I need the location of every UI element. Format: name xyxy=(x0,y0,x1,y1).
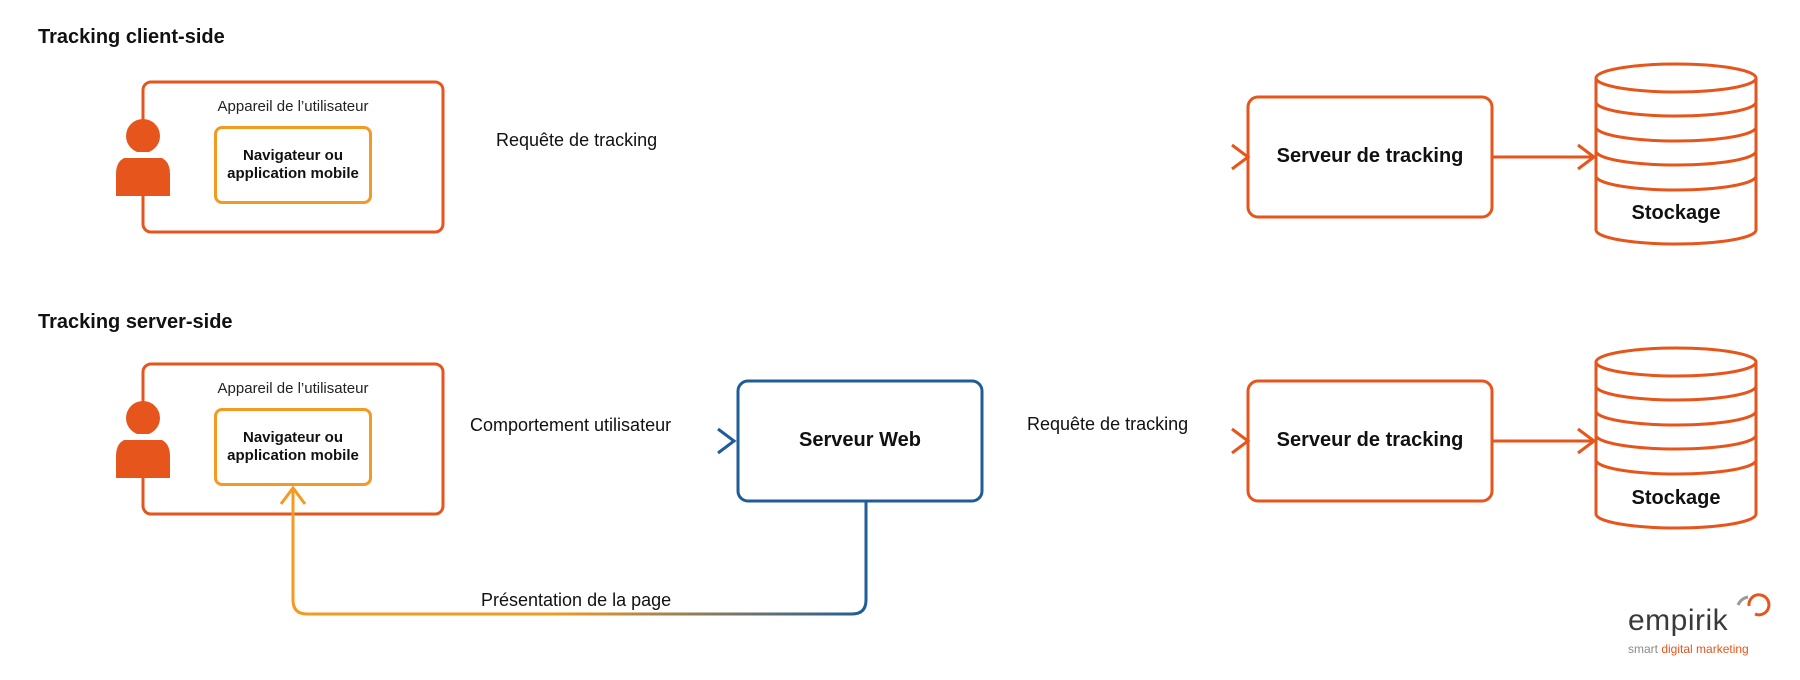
client-storage-label: Stockage xyxy=(1631,202,1721,224)
client-storage-icon xyxy=(1594,62,1758,246)
server-tracking-request-label: Requête de tracking xyxy=(1027,414,1189,434)
client-device-label: Appareil de l’utilisateur xyxy=(217,98,369,115)
user-icon xyxy=(115,401,171,478)
client-navigator-label: Navigateur ou application mobile xyxy=(227,147,359,182)
client-tracking-server-label: Serveur de tracking xyxy=(1276,145,1464,167)
page-presentation-label: Présentation de la page xyxy=(481,590,672,610)
tagline-prefix: smart xyxy=(1628,642,1662,656)
client-side-title: Tracking client-side xyxy=(38,26,225,48)
server-tracking-server-label: Serveur de tracking xyxy=(1276,429,1464,451)
server-device-label: Appareil de l’utilisateur xyxy=(217,380,369,397)
server-navigator-label: Navigateur ou application mobile xyxy=(227,429,359,464)
client-tracking-request-label: Requête de tracking xyxy=(496,130,658,150)
empirik-logo-icon xyxy=(1736,593,1771,617)
tagline-accent: digital marketing xyxy=(1661,642,1749,656)
empirik-logo-tagline: smart digital marketing xyxy=(1628,642,1749,656)
client-navigator-box: Navigateur ou application mobile xyxy=(214,126,372,204)
empirik-logo-wordmark: empirik xyxy=(1628,604,1729,637)
server-storage-arrow xyxy=(1492,427,1597,455)
behavior-arrow xyxy=(372,427,737,455)
user-icon xyxy=(115,119,171,196)
server-navigator-box: Navigateur ou application mobile xyxy=(214,408,372,486)
server-side-title: Tracking server-side xyxy=(38,311,233,333)
page-presentation-arrow xyxy=(279,485,868,616)
web-server-label: Serveur Web xyxy=(799,429,921,451)
behavior-arrow-label: Comportement utilisateur xyxy=(470,415,672,435)
server-storage-label: Stockage xyxy=(1631,487,1721,509)
server-storage-icon xyxy=(1594,346,1758,530)
client-storage-arrow xyxy=(1492,143,1597,171)
